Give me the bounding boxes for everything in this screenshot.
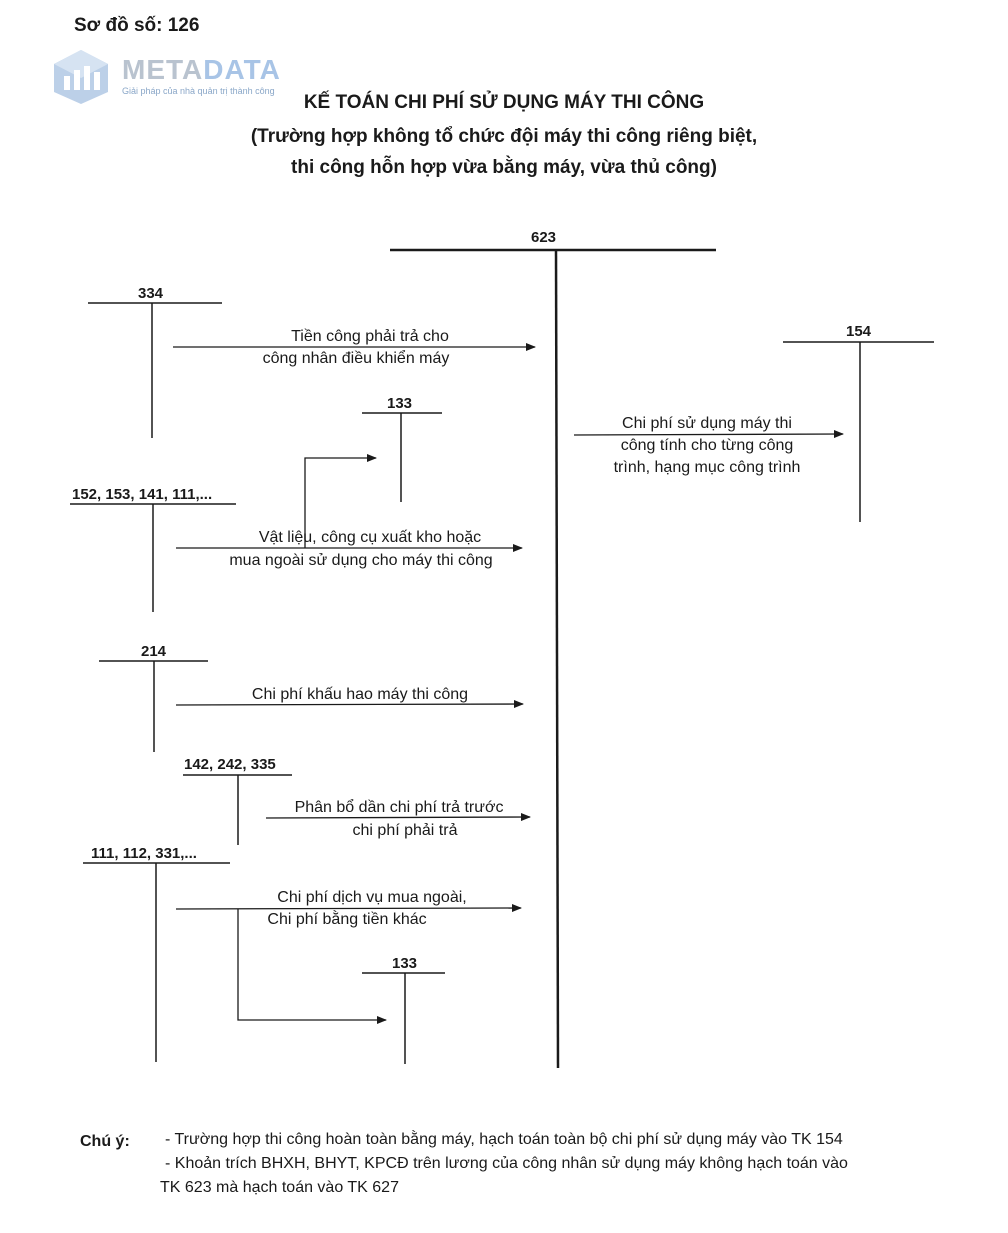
arrow-111-to-623: [175, 904, 522, 913]
account-label-152: 152, 153, 141, 111,...: [72, 486, 213, 503]
cube-logo-icon: [54, 50, 108, 104]
logo-tagline: Giải pháp của nhà quản trị thành công: [122, 86, 275, 96]
flow-111-label-1: Chi phí dịch vụ mua ngoài,: [277, 889, 467, 906]
flow-214-label-1: Chi phí khấu hao máy thi công: [251, 686, 469, 703]
flow-154-label-2: công tính cho từng công: [620, 437, 794, 454]
logo-brand-b: DATA: [203, 54, 281, 85]
arrow-152-to-133: [304, 454, 377, 548]
arrow-111-to-133: [237, 909, 387, 1024]
notes-line-2: - Khoản trích BHXH, BHYT, KPCĐ trên lươn…: [165, 1155, 848, 1172]
notes-line-1: - Trường hợp thi công hoàn toàn bằng máy…: [165, 1131, 843, 1148]
account-label-111: 111, 112, 331,...: [91, 845, 197, 862]
flow-142-label-1: Phân bổ dần chi phí trả trước: [294, 799, 504, 816]
arrow-142-to-623: [265, 813, 531, 822]
account-label-334: 334: [138, 285, 164, 302]
account-label-142: 142, 242, 335: [184, 756, 276, 773]
flow-154-label-1: Chi phí sử dụng máy thi: [622, 415, 792, 432]
account-label-154: 154: [846, 323, 872, 340]
flow-142-label-2: chi phí phải trả: [352, 822, 458, 839]
title-line-2: (Trường hợp không tổ chức đội máy thi cô…: [250, 126, 758, 147]
account-label-133-bottom: 133: [392, 955, 418, 972]
flow-154-label-3: trình, hạng mục công trình: [613, 459, 801, 476]
flow-152-label-2: mua ngoài sử dụng cho máy thi công: [229, 552, 493, 569]
account-label-214: 214: [141, 643, 167, 660]
diagram-number: Sơ đồ số: 126: [74, 15, 200, 36]
title-line-1: KẾ TOÁN CHI PHÍ SỬ DỤNG MÁY THI CÔNG: [303, 92, 705, 113]
title-line-3: thi công hỗn hợp vừa bằng máy, vừa thủ c…: [291, 157, 717, 178]
notes-label: Chú ý:: [80, 1133, 130, 1150]
metadata-logo: METADATA Giải pháp của nhà quản trị thàn…: [50, 48, 310, 108]
account-label-623: 623: [531, 229, 557, 246]
logo-brand-a: META: [122, 54, 204, 85]
notes-line-3: TK 623 mà hạch toán vào TK 627: [160, 1179, 399, 1196]
arrow-623-to-154: [573, 430, 844, 439]
account-label-133-top: 133: [387, 395, 413, 412]
flow-111-label-2: Chi phí bằng tiền khác: [267, 911, 427, 928]
flow-334-label-1: Tiền công phải trả cho: [291, 328, 449, 345]
flow-152-label-1: Vật liệu, công cụ xuất kho hoặc: [258, 529, 482, 546]
arrow-214-to-623: [175, 700, 524, 709]
flow-334-label-2: công nhân điều khiển máy: [262, 350, 450, 367]
t-account-623-stem: [554, 249, 560, 1069]
